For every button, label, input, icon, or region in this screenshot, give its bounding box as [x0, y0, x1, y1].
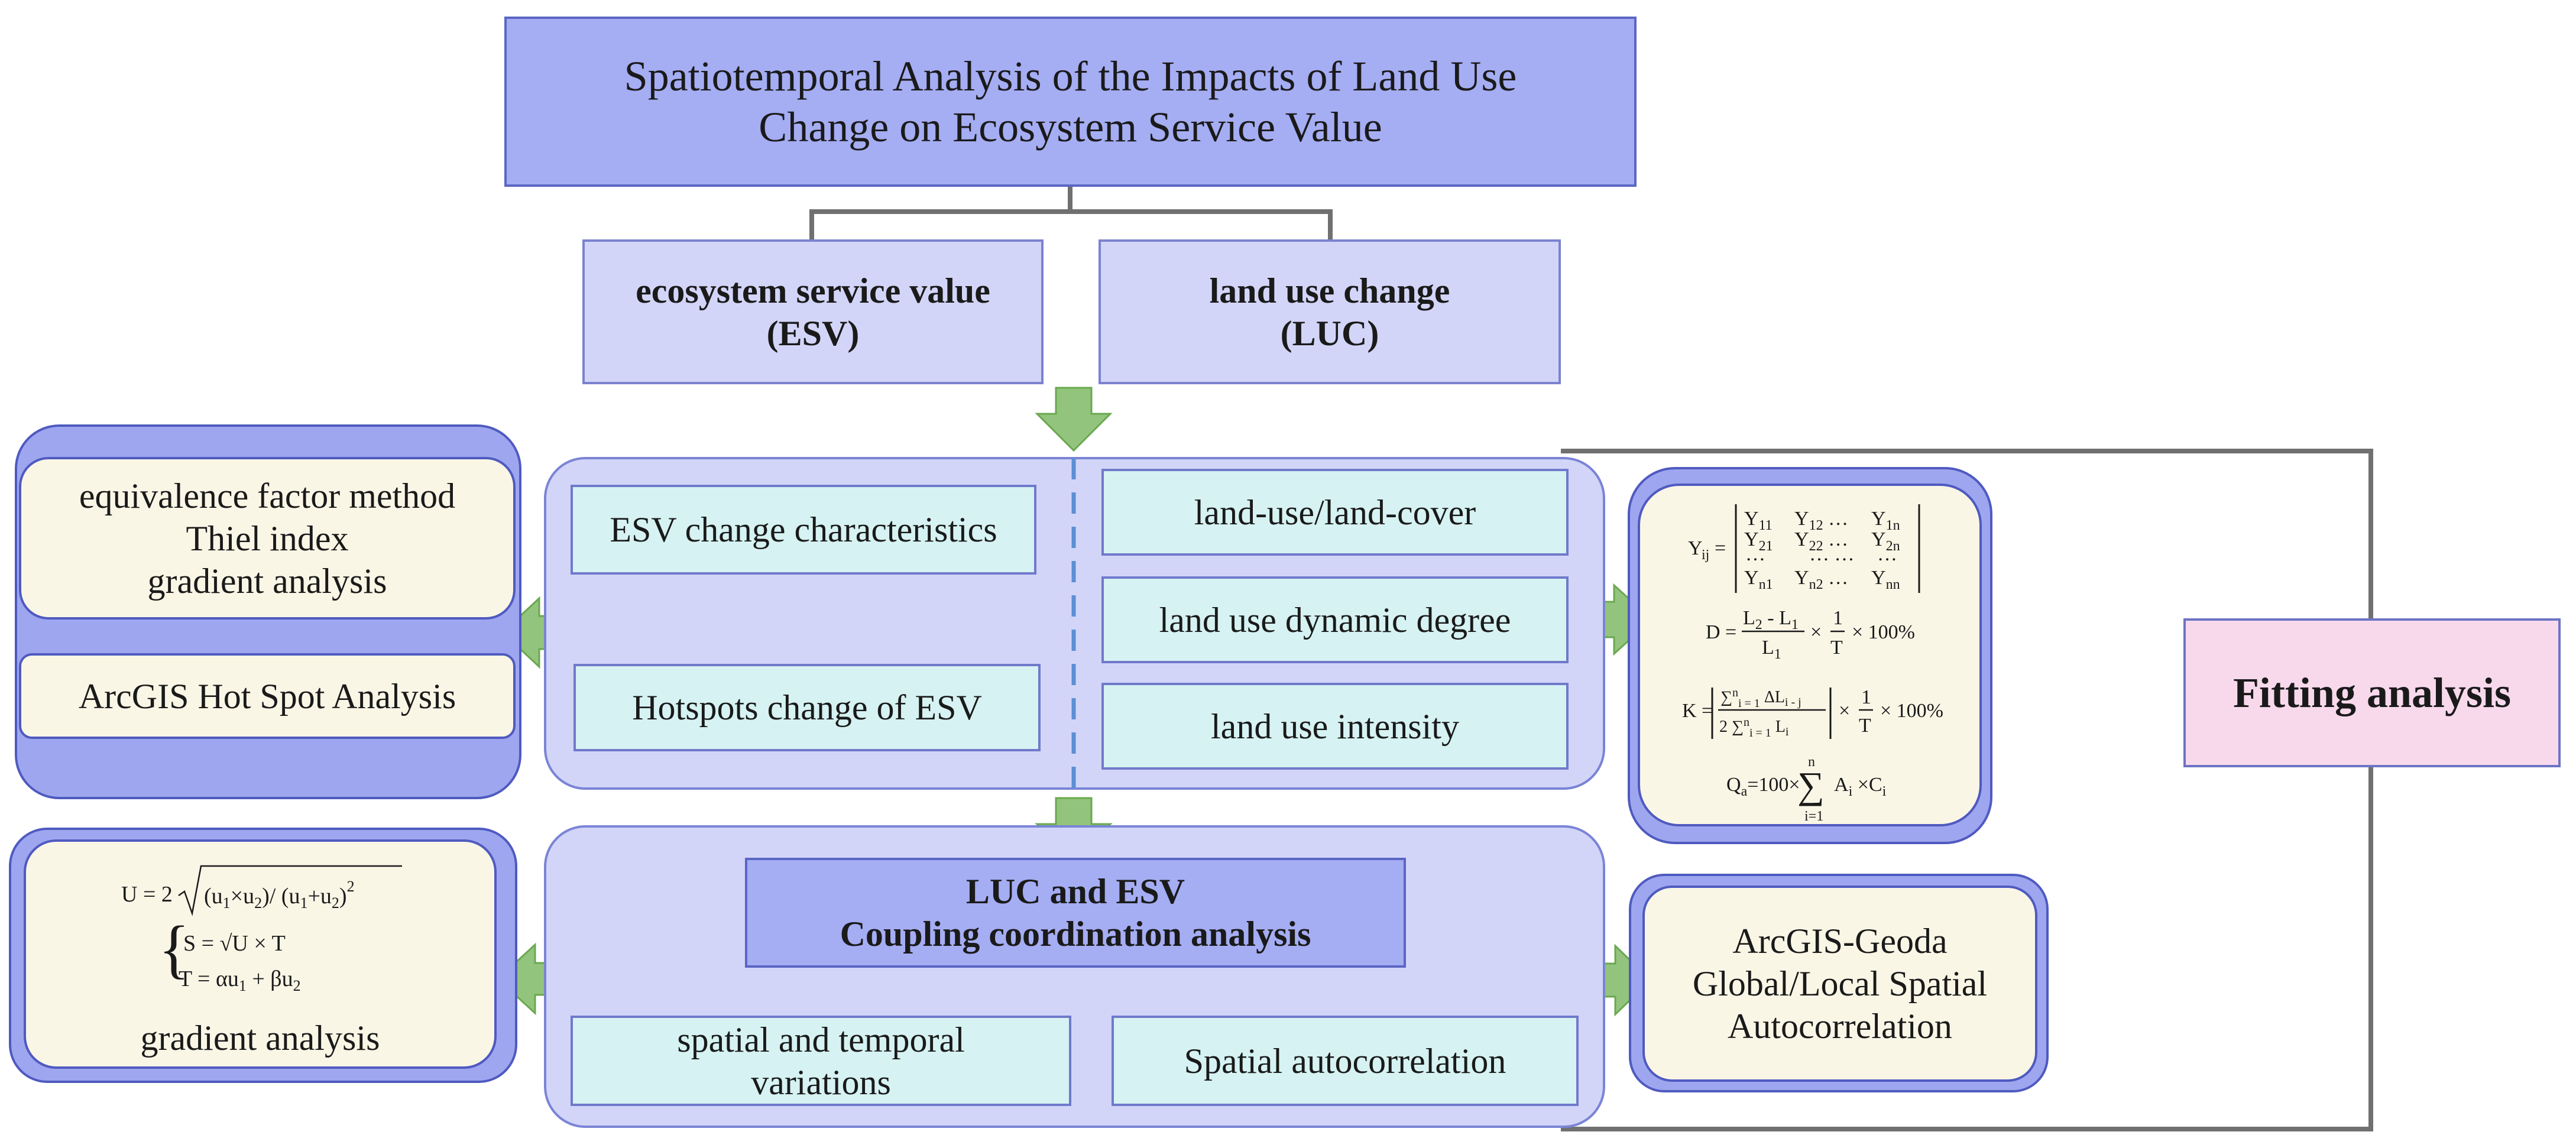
fitting-bracket [1561, 449, 2373, 1131]
spatial-temporal-box: spatial and temporal variations [571, 1016, 1071, 1106]
svg-text:2 ∑ni = 1 Li: 2 ∑ni = 1 Li [1719, 716, 1789, 740]
svg-text:L2 - L1: L2 - L1 [1743, 607, 1799, 633]
svg-text:S = √U × T: S = √U × T [183, 931, 286, 956]
lulc-box: land-use/land-cover [1101, 469, 1569, 556]
svg-text:×: × [1839, 700, 1850, 722]
svg-text:Y11: Y11 [1744, 508, 1773, 533]
esv-change-box: ESV change characteristics [571, 485, 1036, 575]
spatial-autocorrelation-box: Spatial autocorrelation [1112, 1016, 1579, 1106]
svg-text:Qa=100×: Qa=100× [1726, 774, 1800, 799]
diagram-title: Spatiotemporal Analysis of the Impacts o… [504, 17, 1637, 187]
svg-text:ij: ij [1702, 547, 1709, 563]
svg-text:…: … [1745, 543, 1765, 565]
title-connector [809, 187, 1333, 239]
formula-set: Yij= Y11 Y12 … Y1n Y21 Y22 … Y2n …… …… Y… [1682, 504, 1943, 824]
svg-text:K =: K = [1682, 700, 1713, 722]
svg-text:… …: … … [1809, 543, 1855, 565]
arrow-down-top [1035, 387, 1113, 452]
svg-text:T: T [1859, 715, 1871, 737]
svg-text:1: 1 [1833, 607, 1843, 629]
esv-methods-box: equivalence factor method Thiel index gr… [19, 457, 516, 620]
coupling-formulas: U = 2 (u1×u2)/ (u1+u2)2 { S = √U × T T =… [121, 865, 402, 994]
svg-text:Y: Y [1688, 537, 1703, 559]
geoda-box: ArcGIS-Geoda Global/Local Spatial Autoco… [1642, 886, 2037, 1082]
coupling-formula-box [24, 839, 497, 1069]
intensity-box: land use intensity [1101, 683, 1569, 770]
svg-text:(u1×u2)/ (u1+u2)2: (u1×u2)/ (u1+u2)2 [204, 878, 355, 912]
svg-text:i=1: i=1 [1804, 809, 1823, 824]
svg-text:T: T [1830, 637, 1843, 659]
esv-header: ecosystem service value (ESV) [582, 239, 1044, 384]
svg-text:=: = [1715, 537, 1726, 559]
svg-text:…: … [1877, 543, 1897, 565]
formula-box [1638, 484, 1982, 826]
svg-text:{: { [158, 913, 190, 985]
svg-text:D =: D = [1706, 621, 1736, 643]
gradient-analysis-label: gradient analysis [140, 1019, 380, 1058]
hotspots-change-box: Hotspots change of ESV [573, 664, 1041, 751]
luc-header: land use change (LUC) [1099, 239, 1561, 384]
svg-text:1: 1 [1861, 686, 1871, 708]
svg-text:U = 2: U = 2 [121, 882, 173, 907]
svg-text:∑ni = 1 ΔLi - j: ∑ni = 1 ΔLi - j [1720, 686, 1801, 710]
fitting-analysis-box: Fitting analysis [2183, 618, 2561, 767]
svg-text:× 100%: × 100% [1852, 621, 1915, 643]
dynamic-degree-box: land use dynamic degree [1101, 576, 1569, 663]
svg-text:n: n [1808, 754, 1815, 770]
svg-text:Ai ×Ci: Ai ×Ci [1834, 774, 1887, 799]
svg-text:× 100%: × 100% [1880, 700, 1943, 722]
coupling-box: LUC and ESV Coupling coordination analys… [745, 858, 1406, 968]
svg-text:Yn1: Yn1 [1744, 567, 1773, 592]
svg-text:Yn2 …: Yn2 … [1794, 567, 1848, 592]
svg-text:T = αu1 + βu2: T = αu1 + βu2 [179, 967, 301, 994]
svg-text:×: × [1810, 621, 1822, 643]
svg-text:L1: L1 [1762, 637, 1781, 662]
hotspot-method-box: ArcGIS Hot Spot Analysis [19, 653, 516, 739]
svg-text:∑: ∑ [1797, 764, 1825, 806]
svg-text:Ynn: Ynn [1871, 567, 1900, 592]
